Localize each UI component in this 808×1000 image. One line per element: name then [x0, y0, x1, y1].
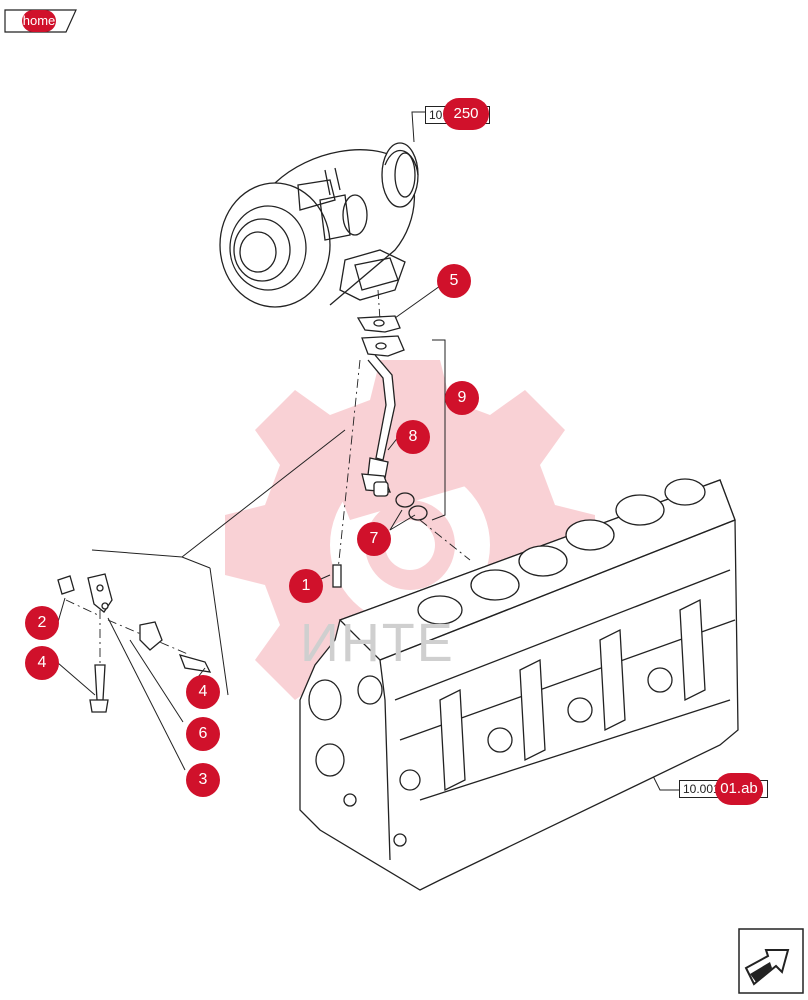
- arrow-right-icon: [738, 928, 804, 994]
- callout-1[interactable]: 1: [289, 569, 323, 603]
- callout-9[interactable]: 9: [445, 381, 479, 415]
- next-page-button[interactable]: [738, 928, 804, 994]
- callout-5[interactable]: 5: [437, 264, 471, 298]
- turbocharger-drawing: [219, 142, 419, 308]
- callout-2[interactable]: 2: [25, 606, 59, 640]
- turbocharger-ref-badge[interactable]: 250: [443, 98, 489, 130]
- home-label: home: [22, 10, 56, 32]
- callout-8[interactable]: 8: [396, 420, 430, 454]
- bracket-parts: [57, 573, 212, 713]
- home-button[interactable]: home: [4, 4, 78, 34]
- engine-block-drawing: [299, 478, 739, 891]
- callout-7[interactable]: 7: [357, 522, 391, 556]
- watermark-text: ИНТЕ: [300, 613, 455, 673]
- oil-pipe-assembly: [332, 315, 428, 588]
- callout-4-left[interactable]: 4: [25, 646, 59, 680]
- callout-4-right[interactable]: 4: [186, 675, 220, 709]
- leader-lines: [57, 111, 680, 791]
- callout-3[interactable]: 3: [186, 763, 220, 797]
- engine-block-ref-badge[interactable]: 01.ab: [715, 773, 763, 805]
- callout-6[interactable]: 6: [186, 717, 220, 751]
